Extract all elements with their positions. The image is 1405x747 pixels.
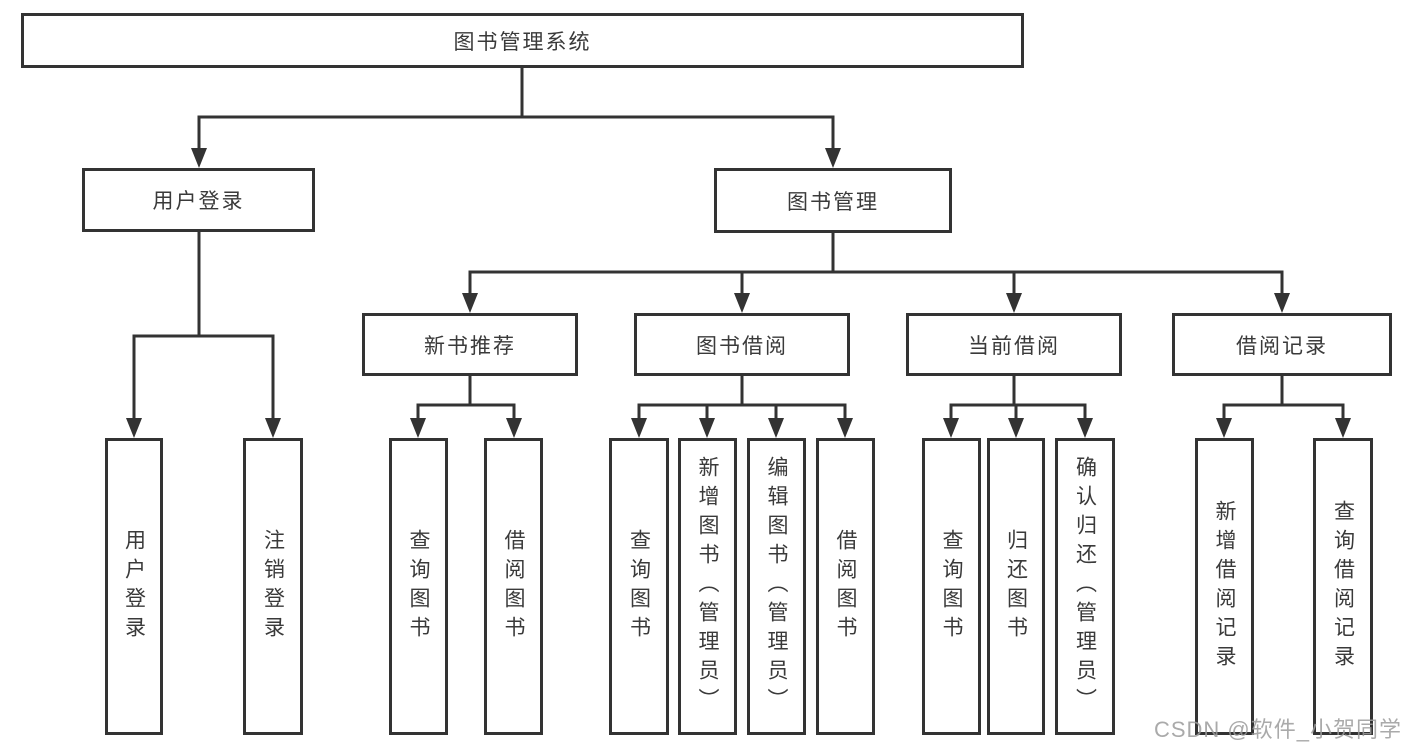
leaf-query-borrow-record: 查询借阅记录 [1313,438,1373,735]
node-label: 借阅记录 [1236,334,1328,358]
leaf-add-book-admin: 新增图书（管理员） [678,438,737,735]
leaf-query-books-borrow: 查询图书 [609,438,669,735]
node-label: 查询借阅记录 [1331,499,1355,674]
node-label: 新书推荐 [424,334,516,358]
node-library-system: 图书管理系统 [21,13,1024,68]
node-label: 借阅图书 [502,528,525,645]
node-label: 查询图书 [407,528,430,645]
node-label: 借阅图书 [834,528,857,645]
leaf-borrow-books-recommend: 借阅图书 [484,438,543,735]
node-label: 用户登录 [152,190,245,213]
leaf-borrow-books: 借阅图书 [816,438,875,735]
node-label: 图书管理 [787,190,879,214]
node-book-borrow: 图书借阅 [634,313,850,376]
node-label: 用户登录 [122,528,146,645]
node-user-login: 用户登录 [82,168,315,232]
node-label: 图书管理系统 [453,30,592,54]
node-current-borrow: 当前借阅 [906,313,1122,376]
node-label: 查询图书 [627,528,651,645]
leaf-confirm-return-admin: 确认归还（管理员） [1055,438,1115,735]
node-label: 新增图书（管理员） [696,456,719,717]
csdn-watermark: CSDN @软件_小贺同学 [1153,717,1402,742]
leaf-query-books-current: 查询图书 [922,438,981,735]
node-label: 新增借阅记录 [1213,499,1236,674]
leaf-return-book: 归还图书 [987,438,1045,735]
leaf-add-borrow-record: 新增借阅记录 [1195,438,1254,735]
node-label: 归还图书 [1004,528,1028,645]
node-book-management: 图书管理 [714,168,952,233]
node-label: 注销登录 [261,528,285,645]
leaf-query-books-recommend: 查询图书 [389,438,448,735]
leaf-logout: 注销登录 [243,438,303,735]
node-label: 图书借阅 [696,334,788,358]
leaf-user-login: 用户登录 [105,438,163,735]
node-borrow-records: 借阅记录 [1172,313,1392,376]
node-label: 编辑图书（管理员） [765,456,788,717]
node-label: 确认归还（管理员） [1073,456,1097,717]
node-label: 当前借阅 [968,334,1060,358]
leaf-edit-book-admin: 编辑图书（管理员） [747,438,806,735]
node-new-book-recommend: 新书推荐 [362,313,578,376]
node-label: 查询图书 [940,528,963,645]
